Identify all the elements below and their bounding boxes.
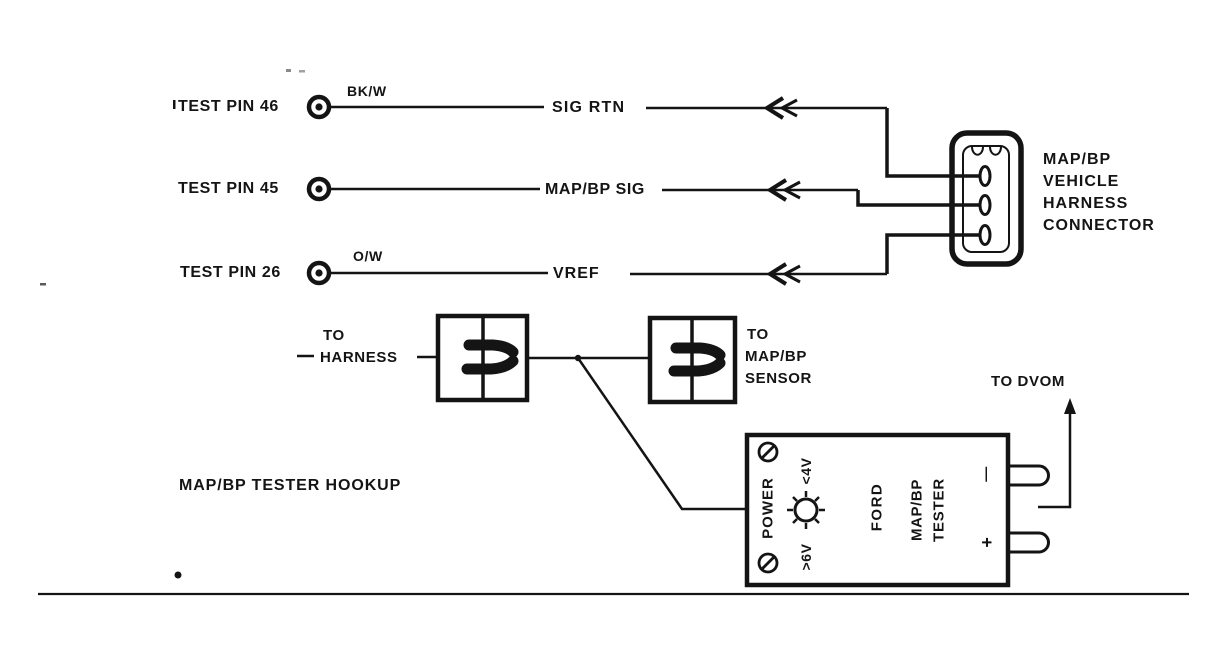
test-pin-26-terminal-icon bbox=[306, 260, 332, 286]
test-pin-46-label: TEST PIN 46 bbox=[178, 98, 279, 115]
signal-label-vref: VREF bbox=[553, 265, 600, 282]
chevron-arrows-icon bbox=[766, 178, 801, 202]
connector-label-line: VEHICLE bbox=[1043, 173, 1120, 190]
wire-vref bbox=[331, 233, 983, 286]
plus-prong-icon bbox=[1008, 531, 1050, 554]
to-sensor-label-line: SENSOR bbox=[745, 370, 812, 387]
connector-label-line: MAP/BP bbox=[1043, 151, 1112, 168]
lamp-icon bbox=[787, 491, 825, 529]
signal-label-map-bp-sig: MAP/BP SIG bbox=[545, 181, 645, 198]
chevron-arrows-icon bbox=[766, 262, 801, 286]
to-sensor-label-line: TO bbox=[747, 326, 769, 343]
to-harness-label-line: TO bbox=[323, 327, 345, 344]
connector-pins-icon bbox=[978, 165, 992, 246]
connector-label-line: CONNECTOR bbox=[1043, 217, 1155, 234]
scan-speck bbox=[40, 283, 46, 286]
power-indicator-bottom-icon bbox=[757, 552, 779, 574]
dvom-arrow-icon bbox=[1038, 398, 1076, 509]
test-pin-45-terminal-icon bbox=[306, 176, 332, 202]
wire-color-label: O/W bbox=[353, 248, 383, 264]
minus-terminal-label: — bbox=[977, 466, 995, 482]
tester-high-voltage-label: >6V bbox=[798, 543, 814, 571]
wire-sig-rtn bbox=[331, 96, 983, 178]
wire-map-bp-sig bbox=[331, 178, 983, 207]
inline-connector-left-icon bbox=[435, 313, 530, 403]
to-harness-label-line: HARNESS bbox=[320, 349, 398, 366]
minus-prong-icon bbox=[1008, 464, 1050, 487]
test-pin-26-label: TEST PIN 26 bbox=[180, 264, 281, 281]
tester-name-line: TESTER bbox=[930, 478, 948, 542]
tester-brand-label: FORD bbox=[868, 482, 886, 532]
tester-name-line: MAP/BP bbox=[908, 479, 926, 541]
test-pin-45-label: TEST PIN 45 bbox=[178, 180, 279, 197]
scan-tick bbox=[173, 100, 176, 109]
test-pin-46-terminal-icon bbox=[306, 94, 332, 120]
scan-dot bbox=[174, 571, 182, 579]
tester-low-voltage-label: <4V bbox=[798, 457, 814, 485]
tester-power-label: POWER bbox=[759, 477, 777, 539]
diagram-title: MAP/BP TESTER HOOKUP bbox=[179, 477, 402, 494]
scan-speck bbox=[286, 69, 291, 72]
to-dvom-label: TO DVOM bbox=[991, 373, 1065, 390]
connector-label-line: HARNESS bbox=[1043, 195, 1129, 212]
to-sensor-label-line: MAP/BP bbox=[745, 348, 807, 365]
wire-color-label: BK/W bbox=[347, 83, 387, 99]
chevron-arrows-icon bbox=[763, 96, 798, 120]
tester-lead-wire bbox=[576, 357, 747, 511]
scan-speck bbox=[299, 70, 305, 73]
plus-terminal-label: + bbox=[977, 536, 997, 548]
inline-connector-right-icon bbox=[647, 315, 738, 405]
signal-label-sig-rtn: SIG RTN bbox=[552, 99, 626, 116]
power-indicator-top-icon bbox=[757, 441, 779, 463]
